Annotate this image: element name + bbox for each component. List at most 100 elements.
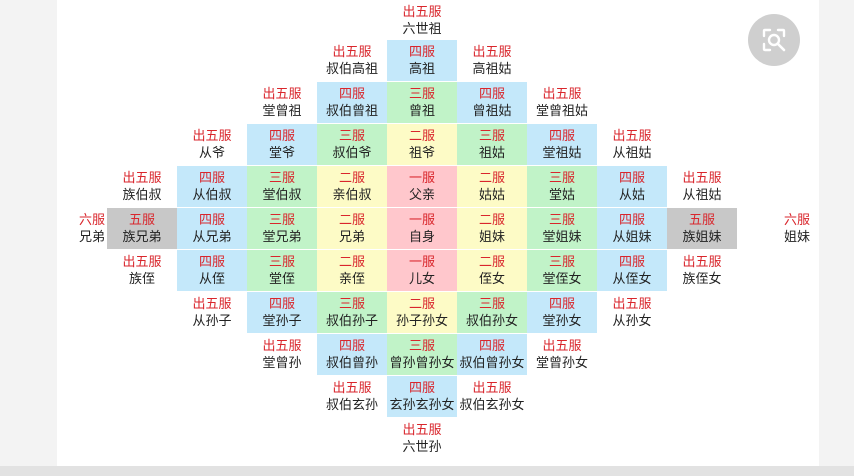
kin-cell: 二服亲伯叔 [317, 166, 387, 207]
kin-cell: 出五服堂曾孙女 [527, 334, 597, 375]
relation-name-label: 叔伯爷 [332, 145, 372, 161]
kin-cell: 出五服高祖姑 [457, 40, 527, 81]
kin-cell: 二服亲侄 [317, 250, 387, 291]
kin-cell: 三服祖姑 [457, 124, 527, 165]
relation-name-label: 曾祖姑 [472, 103, 512, 119]
mourning-grade-label: 三服 [478, 296, 505, 312]
relation-name-label: 从姑 [618, 187, 645, 203]
mourning-grade-label: 四服 [198, 170, 225, 186]
relation-name-label: 六世孙 [402, 439, 442, 455]
relation-name-label: 叔伯高祖 [325, 61, 378, 77]
kin-cell: 五服族兄弟 [107, 208, 177, 249]
kin-cell: 四服堂孙子 [247, 292, 317, 333]
kin-cell: 出五服叔伯玄孙女 [457, 376, 527, 417]
relation-name-label: 玄孙玄孙女 [389, 397, 455, 413]
mourning-grade-label: 三服 [268, 212, 295, 228]
mourning-grade-label: 出五服 [682, 254, 722, 270]
kin-cell: 四服从伯叔 [177, 166, 247, 207]
kin-cell: 三服堂姑 [527, 166, 597, 207]
mourning-grade-label: 一服 [408, 170, 435, 186]
kin-cell: 三服叔伯孙女 [457, 292, 527, 333]
relation-name-label: 姐妹 [478, 229, 505, 245]
kin-cell: 四服堂孙女 [527, 292, 597, 333]
kin-cell: 四服曾祖姑 [457, 82, 527, 123]
kin-cell: 三服曾祖 [387, 82, 457, 123]
kin-cell: 三服叔伯孙子 [317, 292, 387, 333]
relation-name-label: 从孙女 [612, 313, 652, 329]
relation-name-label: 叔伯曾祖 [325, 103, 378, 119]
kin-cell: 出五服六世孙 [387, 418, 457, 459]
kinship-chart: 出五服六世祖出五服叔伯高祖四服高祖出五服高祖姑出五服堂曾祖四服叔伯曾祖三服曾祖四… [57, 0, 819, 466]
relation-name-label: 六世祖 [402, 21, 442, 37]
relation-name-label: 从兄弟 [192, 229, 232, 245]
kin-cell: 二服侄女 [457, 250, 527, 291]
relation-name-label: 兄弟 [78, 229, 105, 245]
relation-name-label: 曾孙曾孙女 [389, 355, 455, 371]
relation-name-label: 族姐妹 [682, 229, 722, 245]
mourning-grade-label: 出五服 [402, 422, 442, 438]
mourning-grade-label: 出五服 [542, 338, 582, 354]
mourning-grade-label: 六服 [78, 212, 105, 228]
mourning-grade-label: 四服 [338, 338, 365, 354]
mourning-grade-label: 二服 [478, 170, 505, 186]
relation-name-label: 高祖 [408, 61, 435, 77]
relation-name-label: 父亲 [408, 187, 435, 203]
kin-cell: 四服堂爷 [247, 124, 317, 165]
kin-cell: 三服曾孙曾孙女 [387, 334, 457, 375]
kin-cell: 四服从姑 [597, 166, 667, 207]
mourning-grade-label: 四服 [198, 254, 225, 270]
kin-cell: 二服孙子孙女 [387, 292, 457, 333]
kin-cell: 三服堂姐妹 [527, 208, 597, 249]
mourning-grade-label: 出五服 [472, 44, 512, 60]
kin-cell: 六服姐妹 [762, 208, 832, 249]
mourning-grade-label: 三服 [478, 128, 505, 144]
relation-name-label: 族侄女 [682, 271, 722, 287]
relation-name-label: 祖姑 [478, 145, 505, 161]
mourning-grade-label: 出五服 [542, 86, 582, 102]
mourning-grade-label: 出五服 [262, 86, 302, 102]
mourning-grade-label: 出五服 [612, 296, 652, 312]
relation-name-label: 堂姑 [548, 187, 575, 203]
relation-name-label: 族兄弟 [122, 229, 162, 245]
relation-name-label: 从爷 [198, 145, 225, 161]
kin-cell: 一服自身 [387, 208, 457, 249]
relation-name-label: 从祖姑 [682, 187, 722, 203]
mourning-grade-label: 二服 [338, 212, 365, 228]
relation-name-label: 兄弟 [338, 229, 365, 245]
relation-name-label: 曾祖 [408, 103, 435, 119]
kin-cell: 出五服堂曾祖姑 [527, 82, 597, 123]
mourning-grade-label: 三服 [268, 254, 295, 270]
kin-cell: 出五服叔伯玄孙 [317, 376, 387, 417]
kin-cell: 四服叔伯曾孙 [317, 334, 387, 375]
relation-name-label: 从侄 [198, 271, 225, 287]
relation-name-label: 姑姑 [478, 187, 505, 203]
relation-name-label: 高祖姑 [472, 61, 512, 77]
kin-cell: 出五服六世祖 [387, 0, 457, 41]
kin-cell: 五服族姐妹 [667, 208, 737, 249]
mourning-grade-label: 出五服 [122, 170, 162, 186]
mourning-grade-label: 出五服 [332, 44, 372, 60]
relation-name-label: 叔伯玄孙 [325, 397, 378, 413]
mourning-grade-label: 三服 [338, 128, 365, 144]
relation-name-label: 堂曾孙女 [535, 355, 588, 371]
mourning-grade-label: 二服 [338, 170, 365, 186]
kin-cell: 四服叔伯曾孙女 [457, 334, 527, 375]
kin-cell: 四服玄孙玄孙女 [387, 376, 457, 417]
kin-cell: 四服从侄女 [597, 250, 667, 291]
kin-cell: 四服从姐妹 [597, 208, 667, 249]
mourning-grade-label: 五服 [128, 212, 155, 228]
relation-name-label: 堂伯叔 [262, 187, 302, 203]
mourning-grade-label: 出五服 [682, 170, 722, 186]
mourning-grade-label: 出五服 [402, 4, 442, 20]
relation-name-label: 堂曾祖姑 [535, 103, 588, 119]
mourning-grade-label: 四服 [268, 296, 295, 312]
kin-cell: 四服堂祖姑 [527, 124, 597, 165]
mourning-grade-label: 三服 [408, 338, 435, 354]
relation-name-label: 儿女 [408, 271, 435, 287]
relation-name-label: 侄女 [478, 271, 505, 287]
relation-name-label: 堂孙子 [262, 313, 302, 329]
mourning-grade-label: 出五服 [192, 296, 232, 312]
image-search-button[interactable] [748, 14, 800, 66]
kin-cell: 三服堂兄弟 [247, 208, 317, 249]
mourning-grade-label: 四服 [268, 128, 295, 144]
